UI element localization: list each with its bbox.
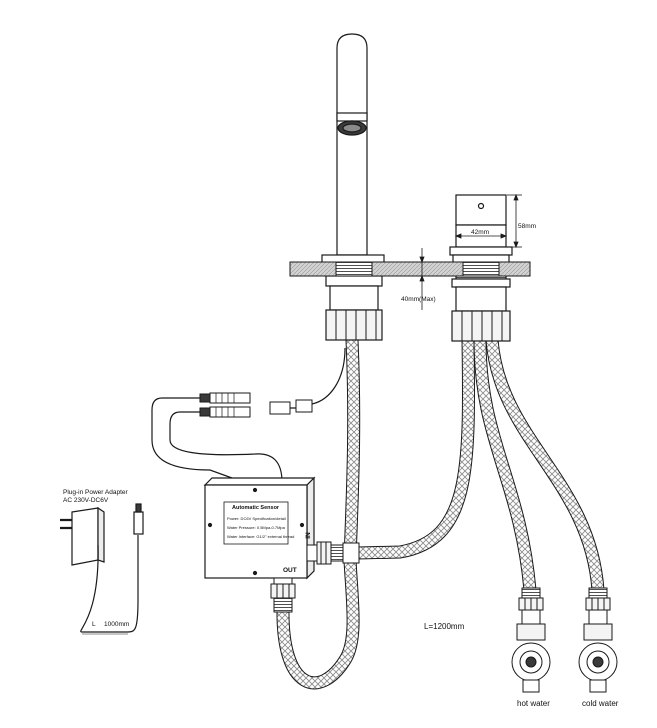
- height-dimension-label: 58mm: [518, 223, 537, 230]
- hot-water-label: hot water: [517, 699, 550, 708]
- adapter-spec: AC 230V-DC6V: [63, 497, 109, 504]
- cold-water-label: cold water: [582, 699, 619, 708]
- outlet-port-label: OUT: [283, 567, 297, 574]
- adapter-cable-length: 1000mm: [104, 621, 130, 628]
- control-box-spec-3: Water Interface: G1/2" external thread: [227, 534, 295, 539]
- adapter-title: Plug-in Power Adapter: [63, 489, 128, 496]
- control-box-title: Automatic Sensor: [232, 505, 280, 511]
- adapter-cable-label: L: [92, 621, 96, 628]
- cable-connectors: [199, 392, 313, 418]
- inlet-port-label: IN: [304, 532, 312, 539]
- sensor-spout: [321, 33, 385, 341]
- width-dimension-label: 42mm: [471, 229, 490, 236]
- inlet-fitting: [306, 541, 360, 565]
- hose-length-label: L=1200mm: [424, 622, 465, 631]
- hot-water-valve: [511, 587, 551, 693]
- outlet-fitting: [270, 577, 296, 613]
- mixer-valve: [449, 194, 513, 342]
- control-box-spec-2: Water Pressure: 0.5Mpa-0.7Mpa: [227, 525, 285, 530]
- deck-thickness-label: 40mm(Max): [401, 296, 436, 303]
- power-adapter: [60, 503, 144, 635]
- control-box: [203, 476, 316, 580]
- braided-hoses: [276, 339, 605, 690]
- dimension-lines: [412, 193, 522, 310]
- cold-water-valve: [578, 587, 618, 693]
- control-box-spec-1: Power: DC6V Specification/detail: [227, 516, 286, 521]
